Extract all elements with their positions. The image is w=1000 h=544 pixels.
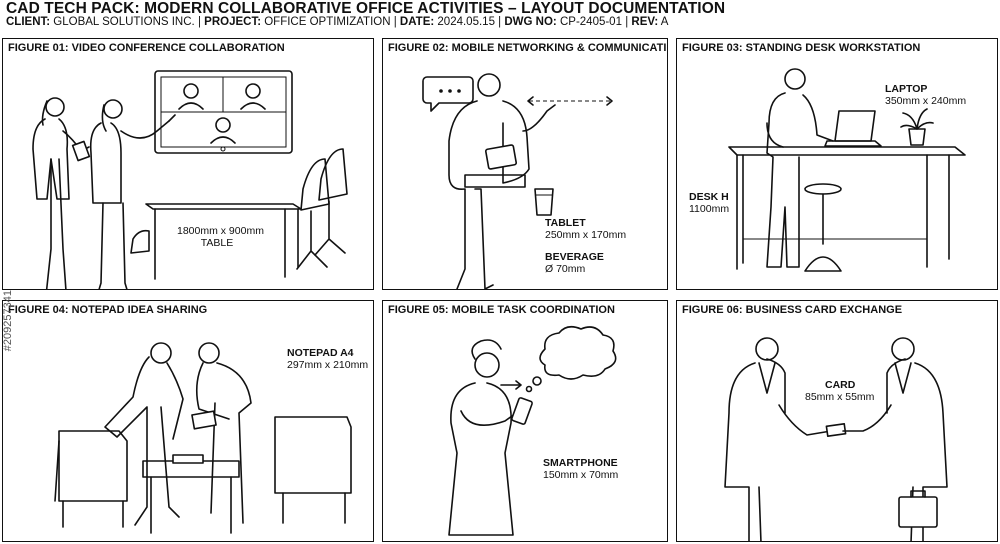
beverage-label: BEVERAGE bbox=[545, 251, 604, 263]
mobile-task-illustration bbox=[448, 325, 617, 536]
figure-06-title: FIGURE 06: BUSINESS CARD EXCHANGE bbox=[682, 304, 903, 316]
separator: | bbox=[498, 16, 502, 28]
tablet-label: TABLET bbox=[545, 217, 586, 229]
figure-03-title: FIGURE 03: STANDING DESK WORKSTATION bbox=[682, 42, 921, 54]
figure-05-panel: FIGURE 05: MOBILE TASK COORDINATION SMAR… bbox=[382, 300, 668, 542]
smartphone-label: SMARTPHONE bbox=[543, 457, 618, 469]
watermark-id: #209257341 bbox=[2, 290, 14, 352]
desk-height-label: DESK H bbox=[689, 191, 729, 203]
date-value: 2024.05.15 bbox=[437, 16, 495, 28]
laptop-dimension: 350mm x 240mm bbox=[885, 95, 967, 107]
figure-03-panel: FIGURE 03: STANDING DESK WORKSTATION LAP… bbox=[676, 38, 998, 290]
project-value: OFFICE OPTIMIZATION bbox=[264, 16, 391, 28]
beverage-dimension: Ø 70mm bbox=[545, 263, 586, 275]
project-label: PROJECT: bbox=[204, 16, 262, 28]
figure-02-title: FIGURE 02: MOBILE NETWORKING & COMMUNICA… bbox=[388, 42, 668, 54]
separator: | bbox=[393, 16, 397, 28]
dwg-label: DWG NO: bbox=[504, 16, 557, 28]
business-card-illustration bbox=[724, 337, 948, 541]
document-meta: CLIENT: GLOBAL SOLUTIONS INC. | PROJECT:… bbox=[6, 16, 668, 28]
client-label: CLIENT: bbox=[6, 16, 51, 28]
laptop-label: LAPTOP bbox=[885, 83, 928, 95]
document-title: CAD TECH PACK: MODERN COLLABORATIVE OFFI… bbox=[6, 0, 726, 17]
client-value: GLOBAL SOLUTIONS INC. bbox=[53, 16, 195, 28]
desk-height-value: 1100mm bbox=[689, 203, 730, 215]
card-label: CARD bbox=[825, 379, 856, 391]
smartphone-dimension: 150mm x 70mm bbox=[543, 469, 619, 481]
date-label: DATE: bbox=[399, 16, 435, 28]
notepad-dimension: 297mm x 210mm bbox=[287, 359, 369, 371]
rev-label: REV: bbox=[631, 16, 659, 28]
separator: | bbox=[197, 16, 201, 28]
notepad-sharing-illustration bbox=[54, 342, 352, 534]
tablet-dimension: 250mm x 170mm bbox=[545, 229, 627, 241]
figure-01-panel: FIGURE 01: VIDEO CONFERENCE COLLABORATIO… bbox=[2, 38, 374, 290]
figure-04-title: FIGURE 04: NOTEPAD IDEA SHARING bbox=[8, 304, 208, 316]
card-dimension: 85mm x 55mm bbox=[805, 391, 875, 403]
rev-value: A bbox=[660, 16, 669, 28]
standing-desk-illustration bbox=[728, 68, 966, 272]
figure-04-panel: FIGURE 04: NOTEPAD IDEA SHARING NOTEPAD … bbox=[2, 300, 374, 542]
dwg-value: CP-2405-01 bbox=[559, 16, 622, 28]
table-label: TABLE bbox=[200, 237, 234, 249]
figure-06-panel: FIGURE 06: BUSINESS CARD EXCHANGE CARD 8… bbox=[676, 300, 998, 542]
notepad-label: NOTEPAD A4 bbox=[287, 347, 354, 359]
mobile-networking-illustration bbox=[422, 73, 613, 289]
figure-02-panel: FIGURE 02: MOBILE NETWORKING & COMMUNICA… bbox=[382, 38, 668, 290]
separator: | bbox=[625, 16, 629, 28]
table-dimension: 1800mm x 900mm bbox=[177, 225, 264, 237]
figure-05-title: FIGURE 05: MOBILE TASK COORDINATION bbox=[388, 304, 615, 316]
figure-01-title: FIGURE 01: VIDEO CONFERENCE COLLABORATIO… bbox=[8, 42, 285, 54]
video-conference-illustration bbox=[32, 70, 348, 289]
